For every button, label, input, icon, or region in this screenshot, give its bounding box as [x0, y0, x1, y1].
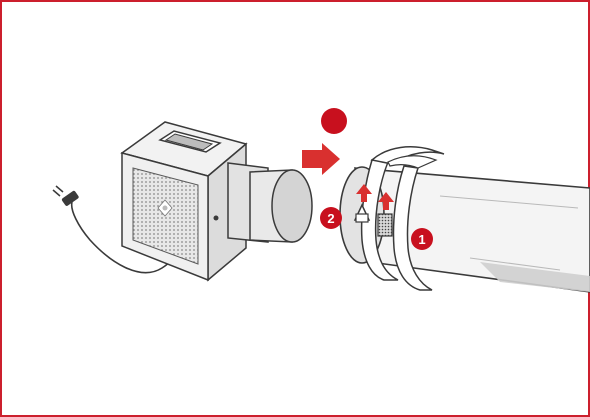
- grille-emblem: [157, 199, 173, 217]
- callout-marker-unlabeled: [321, 108, 347, 134]
- velcro-tag[interactable]: [377, 213, 393, 237]
- retaining-strap-icon: [353, 146, 445, 291]
- carry-handle[interactable]: [158, 130, 222, 153]
- callout-marker-1: 1: [411, 228, 433, 250]
- strap-buckle[interactable]: [353, 203, 371, 223]
- blower-outlet-tube: [249, 169, 313, 243]
- callout-marker-2: 2: [320, 207, 342, 229]
- blower-unit-icon: [120, 121, 269, 282]
- callout-1-label: 1: [418, 232, 425, 247]
- airflow-arrow: [302, 143, 340, 175]
- strap-pull-arrow-left: [356, 184, 372, 202]
- strap-pull-arrow-right: [378, 192, 394, 210]
- callout-2-label: 2: [327, 211, 334, 226]
- power-plug-icon: [52, 185, 79, 206]
